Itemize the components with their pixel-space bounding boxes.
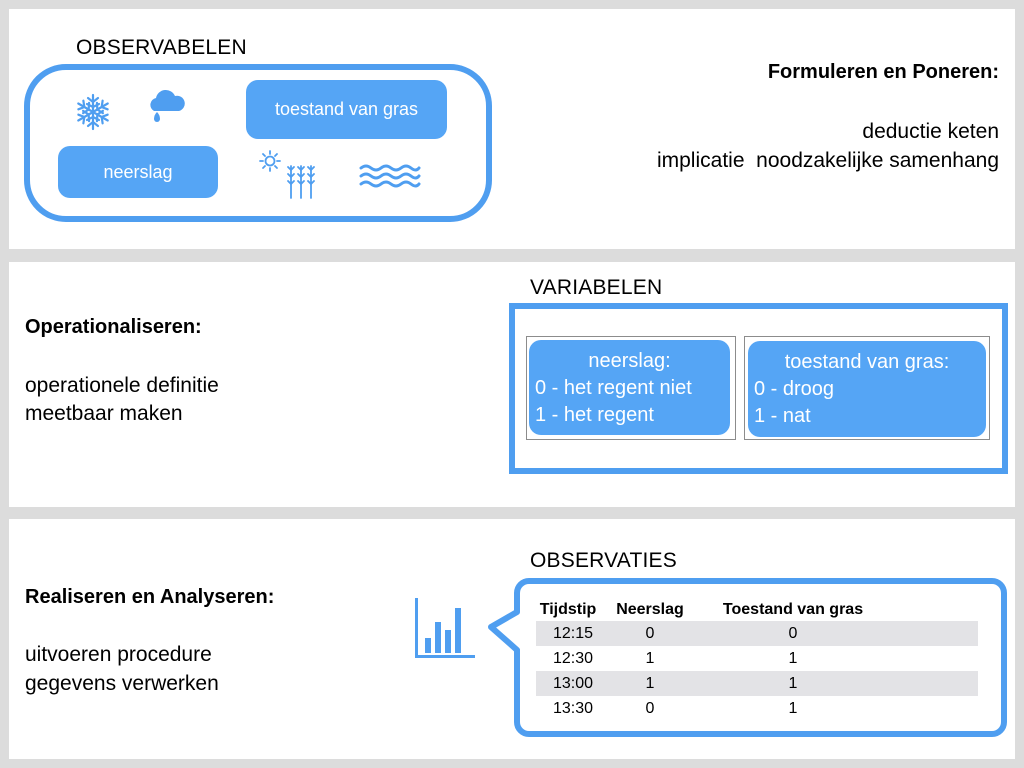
realiseren-panel: Realiseren en Analyseren: uitvoeren proc… xyxy=(9,519,1015,759)
bar-chart-icon xyxy=(413,596,477,660)
cell-tijdstip: 12:15 xyxy=(536,621,600,646)
formuleren-line1: deductie keten xyxy=(862,120,999,143)
gras-variable-header: toestand van gras: xyxy=(784,351,950,373)
cell-tijdstip: 12:30 xyxy=(552,649,594,667)
table-header-row: Tijdstip Neerslag Toestand van gras xyxy=(536,599,978,621)
observabelen-container xyxy=(24,64,492,222)
neerslag-variable-header: neerslag: xyxy=(588,350,671,372)
operationaliseren-heading: Operationaliseren: xyxy=(25,316,202,338)
cell-tijdstip: 13:30 xyxy=(552,699,594,717)
water-waves-icon xyxy=(359,163,421,189)
neerslag-value-1: 1 - het regent xyxy=(535,404,654,426)
neerslag-value-0: 0 - het regent niet xyxy=(535,377,692,399)
gras-value-0: 0 - droog xyxy=(754,378,835,400)
realiseren-heading: Realiseren en Analyseren: xyxy=(25,586,275,608)
table-row: 12:30 1 1 xyxy=(536,646,978,671)
cell-neerslag: 1 xyxy=(645,649,655,667)
variabelen-title: VARIABELEN xyxy=(530,276,663,299)
table-row: 12:15 0 0 xyxy=(536,621,978,646)
cell-neerslag: 0 xyxy=(645,699,655,717)
column-header-spacer xyxy=(886,599,978,621)
table-row: 13:00 1 1 xyxy=(536,671,978,696)
realiseren-line2: gegevens verwerken xyxy=(25,672,219,695)
column-header-neerslag: Neerslag xyxy=(616,601,684,618)
realiseren-line1: uitvoeren procedure xyxy=(25,643,212,666)
observaties-title: OBSERVATIES xyxy=(530,549,677,572)
sun-wheat-icon xyxy=(259,150,315,202)
cell-tijdstip: 13:00 xyxy=(536,671,600,696)
table-row: 13:30 0 1 xyxy=(536,696,978,721)
column-header-toestand: Toestand van gras xyxy=(722,601,864,618)
cell-toestand: 1 xyxy=(788,699,798,717)
neerslag-pill: neerslag xyxy=(58,146,218,198)
snowflake-icon xyxy=(73,92,113,132)
column-header-tijdstip: Tijdstip xyxy=(539,601,597,618)
operationaliseren-line1: operationele definitie xyxy=(25,374,219,397)
observabelen-title: OBSERVABELEN xyxy=(76,36,247,59)
observabelen-panel: OBSERVABELEN toestand van gras neerslag xyxy=(9,9,1015,249)
operationaliseren-line2: meetbaar maken xyxy=(25,402,183,425)
gras-variable: toestand van gras: 0 - droog 1 - nat xyxy=(748,341,986,437)
cell-toestand: 0 xyxy=(700,621,886,646)
observaties-table: Tijdstip Neerslag Toestand van gras 12:1… xyxy=(536,599,978,721)
cell-toestand: 1 xyxy=(700,671,886,696)
formuleren-line2: implicatie noodzakelijke samenhang xyxy=(656,149,999,172)
neerslag-variable: neerslag: 0 - het regent niet 1 - het re… xyxy=(529,340,730,435)
rain-cloud-icon xyxy=(146,85,186,129)
cell-neerslag: 0 xyxy=(600,621,700,646)
gras-value-1: 1 - nat xyxy=(754,405,811,427)
cell-toestand: 1 xyxy=(788,649,798,667)
toestand-van-gras-pill: toestand van gras xyxy=(246,80,447,139)
variabelen-frame xyxy=(509,303,1008,474)
cell-neerslag: 1 xyxy=(600,671,700,696)
formuleren-heading: Formuleren en Poneren: xyxy=(767,61,999,83)
operationaliseren-panel: Operationaliseren: operationele definiti… xyxy=(9,262,1015,507)
